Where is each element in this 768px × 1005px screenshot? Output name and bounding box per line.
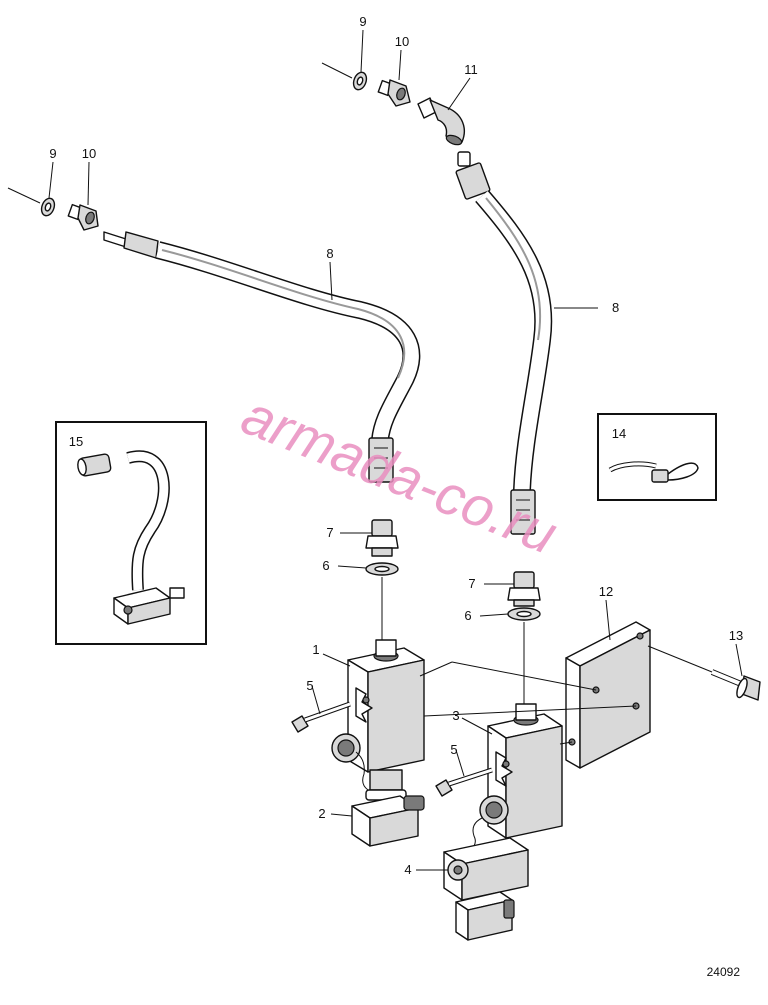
- callout-13: 13: [729, 628, 743, 643]
- hose-8-right: [455, 151, 553, 535]
- hose-8-left: [103, 231, 421, 483]
- washer-9-right: [321, 62, 368, 91]
- callout-15: 15: [69, 434, 83, 449]
- callout-5-left: 5: [306, 678, 313, 693]
- callout-5-right: 5: [450, 742, 457, 757]
- callout-3: 3: [452, 708, 459, 723]
- callout-2: 2: [318, 806, 325, 821]
- bolt-5-right: [435, 767, 493, 797]
- callout-9-right: 9: [359, 14, 366, 29]
- callout-6-left: 6: [322, 558, 329, 573]
- callout-10-left: 10: [82, 146, 96, 161]
- valve-body-1: [331, 639, 425, 791]
- inset-box-15: [55, 421, 207, 645]
- washer-6-left: [365, 562, 399, 576]
- leader-lines: [48, 29, 743, 871]
- bolt-13: [647, 645, 761, 701]
- callout-4: 4: [404, 862, 411, 877]
- adapter-10-left: [67, 203, 99, 231]
- nipple-7-left: [365, 519, 399, 557]
- figure-number: 24092: [707, 965, 741, 979]
- callout-8-left: 8: [326, 246, 333, 261]
- washer-6-right: [507, 607, 541, 621]
- callout-7-left: 7: [326, 525, 333, 540]
- bracket-12: [419, 621, 651, 769]
- callout-1: 1: [312, 642, 319, 657]
- nipple-7-right: [507, 571, 541, 607]
- elbow-11: [417, 97, 466, 146]
- callout-12: 12: [599, 584, 613, 599]
- callout-11: 11: [464, 62, 478, 77]
- callout-7-right: 7: [468, 576, 475, 591]
- callout-9-left: 9: [49, 146, 56, 161]
- valve-body-3: [469, 703, 563, 851]
- solenoid-4: [443, 837, 529, 941]
- callout-6-right: 6: [464, 608, 471, 623]
- callout-labels: 9 10 9 10 11 8 8 7 6 7 6 1 5 2 3 5 4 12 …: [49, 14, 743, 877]
- callout-8-right: 8: [612, 300, 619, 315]
- washer-9-left: [7, 187, 56, 217]
- adapter-10-right: [377, 79, 411, 107]
- callout-10-right: 10: [395, 34, 409, 49]
- bolt-5-left: [291, 701, 351, 733]
- solenoid-2: [351, 769, 425, 847]
- inset-box-14: [597, 413, 717, 501]
- callout-14: 14: [612, 426, 626, 441]
